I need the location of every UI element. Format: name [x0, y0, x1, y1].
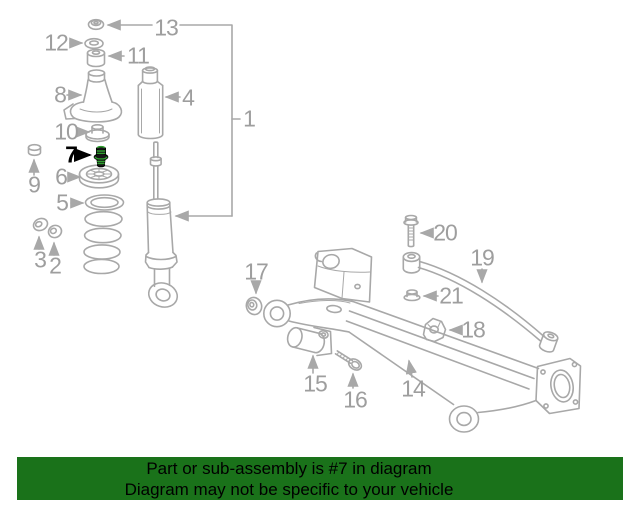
part-17-bushing-drawing	[245, 296, 263, 316]
part-9-cap-drawing	[27, 143, 42, 157]
banner-line-1: Part or sub-assembly is #7 in diagram	[146, 458, 432, 478]
callout-3[interactable]: 3	[34, 246, 47, 273]
callout-arrows	[28, 37, 488, 389]
part-13-nut-drawing	[87, 18, 105, 31]
callout-15[interactable]: 15	[303, 370, 328, 397]
shock-absorber-drawing	[144, 141, 179, 308]
callout-20[interactable]: 20	[433, 219, 458, 246]
callout-4[interactable]: 4	[182, 84, 195, 111]
callout-12[interactable]: 12	[44, 29, 69, 56]
banner-line-2: Diagram may not be specific to your vehi…	[124, 479, 454, 499]
callout-16[interactable]: 16	[343, 386, 368, 413]
part-11-bushing-drawing	[86, 48, 106, 68]
part-18-bracket-drawing	[422, 317, 447, 343]
callout-19[interactable]: 19	[470, 244, 495, 271]
callout-5[interactable]: 5	[56, 189, 69, 216]
callout-11[interactable]: 11	[127, 42, 150, 69]
callout-1[interactable]: 1	[243, 105, 256, 132]
part-5-spring-drawing	[83, 194, 125, 275]
part-20-bolt-drawing	[403, 214, 419, 248]
part-3-seal-drawing	[32, 217, 49, 232]
part-7-highlighted-drawing[interactable]	[74, 145, 109, 168]
callout-8[interactable]: 8	[54, 81, 67, 108]
part-12-washer-drawing	[84, 37, 104, 50]
callout-21[interactable]: 21	[439, 282, 464, 309]
highlight-banner: Part or sub-assembly is #7 in diagram Di…	[17, 457, 623, 500]
callout-2[interactable]: 2	[49, 252, 62, 279]
callout-7-highlighted[interactable]: 7	[65, 141, 78, 168]
part-6-spring-seat-drawing	[78, 164, 120, 189]
callout-17[interactable]: 17	[244, 258, 269, 285]
part-15-bushing-drawing	[286, 326, 333, 357]
callout-14[interactable]: 14	[401, 375, 426, 402]
part-21-nut-drawing	[403, 289, 421, 302]
part-10-cup-drawing	[85, 124, 110, 143]
part-14-axle-beam-drawing	[262, 298, 582, 433]
part-19-stabilizer-bar-drawing	[402, 251, 559, 353]
axle-bracket-plate-drawing	[313, 247, 373, 303]
callout-13[interactable]: 13	[154, 14, 179, 41]
callout-18[interactable]: 18	[461, 316, 486, 343]
part-1-bracket-lines	[106, 19, 241, 222]
part-16-bolt-drawing	[334, 350, 363, 371]
part-4-dust-shield-drawing	[137, 66, 164, 140]
callout-6[interactable]: 6	[55, 163, 68, 190]
callout-10[interactable]: 10	[54, 118, 79, 145]
part-8-mount-drawing	[63, 69, 123, 123]
part-2-seal-drawing	[47, 224, 63, 239]
callout-9[interactable]: 9	[28, 171, 41, 198]
